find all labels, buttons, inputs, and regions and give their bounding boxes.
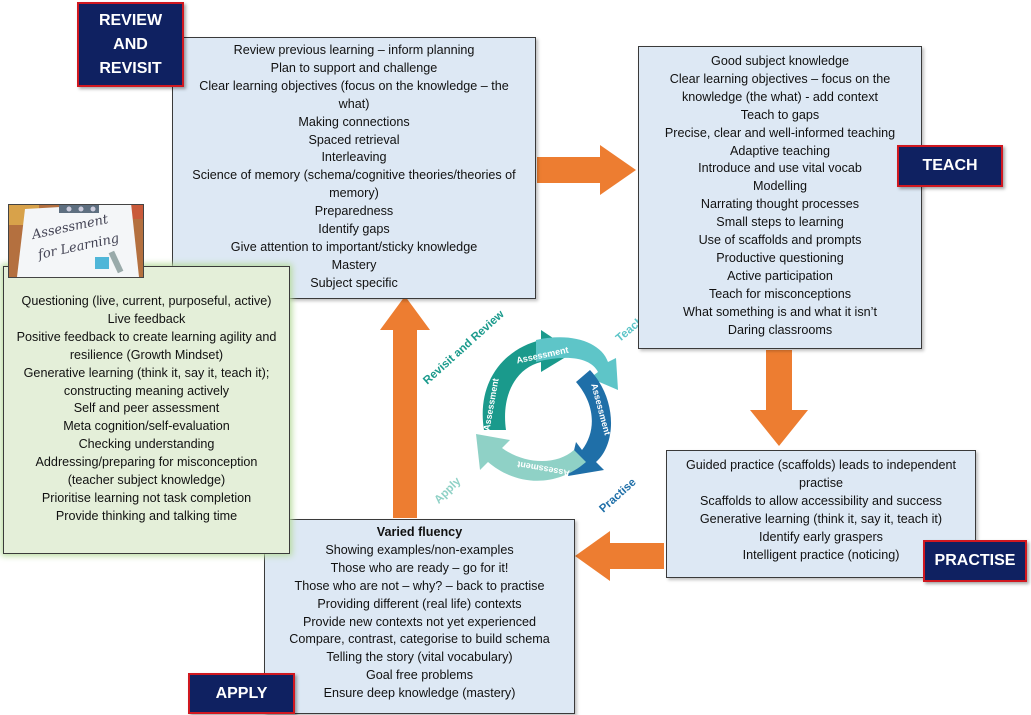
apply-item: Provide new contexts not yet experienced — [302, 614, 537, 629]
review-item: Identify gaps — [318, 222, 390, 237]
label-practise-text: PRACTISE — [934, 552, 1016, 569]
review-item: Mastery — [331, 257, 377, 272]
review-list: Review previous learning – inform planni… — [183, 42, 525, 293]
teach-item: What something is and what it isn’t — [683, 304, 877, 319]
teach-item: Clear learning objectives – focus on the… — [669, 71, 891, 104]
review-item: Review previous learning – inform planni… — [233, 43, 475, 57]
review-item: Subject specific — [310, 275, 398, 290]
arrow-teach-to-practise — [750, 350, 808, 446]
label-review-revisit: REVIEW AND REVISIT — [77, 2, 184, 87]
practise-item: Generative learning (think it, say it, t… — [699, 511, 943, 526]
practise-item: Scaffolds to allow accessibility and suc… — [700, 493, 942, 508]
assessment-item: Questioning (live, current, purposeful, … — [21, 294, 272, 308]
teach-item: Productive questioning — [716, 250, 844, 265]
teach-item: Adaptive teaching — [729, 143, 831, 158]
label-apply-text: APPLY — [215, 684, 268, 702]
review-item: Preparedness — [314, 204, 394, 219]
practise-list: Guided practice (scaffolds) leads to ind… — [677, 457, 965, 564]
teach-list: Good subject knowledge Clear learning ob… — [647, 53, 913, 340]
review-item: Clear learning objectives (focus on the … — [199, 78, 509, 111]
cycle-label-apply: Apply — [432, 475, 464, 507]
assessment-item: Checking understanding — [78, 437, 215, 452]
practise-item: Identify early graspers — [759, 529, 883, 544]
assessment-item: Meta cognition/self-evaluation — [63, 419, 230, 434]
apply-item: Ensure deep knowledge (mastery) — [323, 686, 516, 701]
assessment-item: Provide thinking and talking time — [55, 508, 238, 523]
teach-item: Teach for misconceptions — [708, 286, 852, 301]
assessment-item: Generative learning (think it, say it, t… — [23, 365, 270, 398]
review-item: Science of memory (schema/cognitive theo… — [192, 168, 516, 201]
arrow-review-to-teach — [537, 145, 636, 195]
apply-item: Goal free problems — [365, 668, 474, 683]
review-item: Plan to support and challenge — [270, 60, 438, 75]
review-item: Making connections — [298, 114, 410, 129]
label-review-text: REVIEW AND REVISIT — [98, 11, 163, 77]
apply-item: Those who are not – why? – back to pract… — [294, 578, 545, 593]
apply-item: Compare, contrast, categorise to build s… — [289, 632, 550, 647]
cycle-label-practise: Practise — [597, 476, 638, 515]
assessment-item: Self and peer assessment — [73, 401, 220, 416]
teach-item: Introduce and use vital vocab — [698, 161, 862, 176]
teach-box: Good subject knowledge Clear learning ob… — [638, 46, 922, 349]
review-item: Spaced retrieval — [308, 132, 400, 147]
teach-item: Small steps to learning — [716, 215, 844, 230]
apply-list: Showing examples/non-examples Those who … — [271, 542, 568, 703]
apply-item: Those who are ready – go for it! — [330, 560, 509, 575]
teach-item: Teach to gaps — [740, 107, 820, 122]
apply-box: Varied fluency Showing examples/non-exam… — [264, 519, 575, 714]
teach-item: Use of scaffolds and prompts — [698, 233, 862, 248]
teach-item: Good subject knowledge — [711, 54, 849, 68]
label-teach: TEACH — [897, 145, 1003, 187]
practise-item: Intelligent practice (noticing) — [742, 547, 900, 562]
assessment-item: Live feedback — [107, 311, 186, 326]
assessment-for-learning-photo: Assessment for Learning — [8, 204, 144, 278]
assessment-box: Questioning (live, current, purposeful, … — [3, 266, 290, 554]
apply-heading: Varied fluency — [376, 525, 463, 539]
apply-item: Showing examples/non-examples — [325, 542, 514, 557]
teach-item: Active participation — [727, 268, 833, 283]
teach-item: Modelling — [753, 179, 807, 194]
apply-item: Telling the story (vital vocabulary) — [326, 650, 513, 665]
assessment-list: Questioning (live, current, purposeful, … — [12, 293, 281, 526]
arrow-practise-to-apply — [575, 531, 664, 581]
assessment-item: Prioritise learning not task completion — [41, 490, 252, 505]
review-item: Give attention to important/sticky knowl… — [230, 239, 478, 254]
label-apply: APPLY — [188, 673, 295, 714]
arrow-apply-to-review — [380, 296, 430, 518]
assessment-item: Addressing/preparing for misconception (… — [35, 455, 258, 488]
photo-graphic: Assessment for Learning — [9, 205, 143, 277]
review-box: Review previous learning – inform planni… — [172, 37, 536, 299]
apply-item: Providing different (real life) contexts — [317, 596, 522, 611]
label-practise: PRACTISE — [923, 540, 1027, 582]
practise-item: Guided practice (scaffolds) leads to ind… — [685, 458, 956, 490]
teach-item: Daring classrooms — [727, 322, 833, 337]
review-item: Interleaving — [321, 150, 387, 165]
teach-item: Narrating thought processes — [700, 197, 860, 212]
label-teach-text: TEACH — [922, 157, 978, 174]
assessment-item: Positive feedback to create learning agi… — [16, 329, 277, 362]
teach-item: Precise, clear and well-informed teachin… — [664, 125, 896, 140]
assessment-cycle: Assessment Assessment Assessment Assessm… — [421, 308, 646, 515]
